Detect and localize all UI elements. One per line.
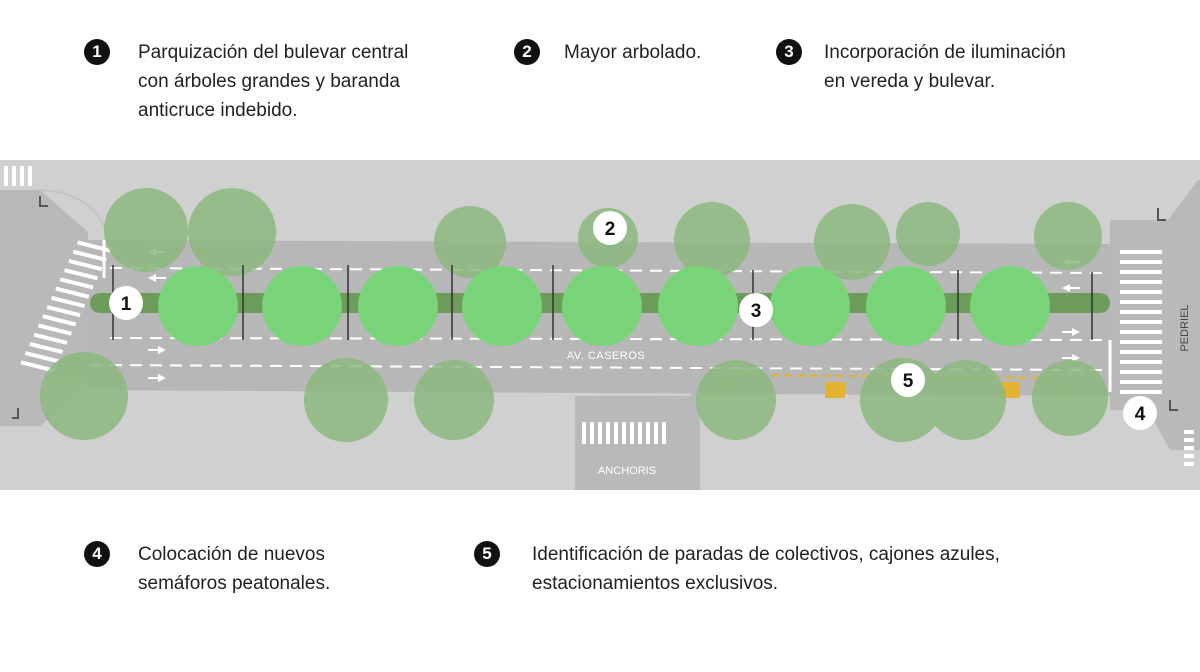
street-plan-diagram: AV. CASEROS ANCHORIS PEDRIEL 1 2 3 4 5 xyxy=(0,160,1200,490)
legend-text-5: Identificación de paradas de colectivos,… xyxy=(532,544,1000,594)
bus-stop-sign-1 xyxy=(825,382,845,398)
marker-2-label: 2 xyxy=(605,219,616,240)
street-label-anchoris: ANCHORIS xyxy=(598,465,656,477)
legend-item-1: 1 Parquización del bulevar central con á… xyxy=(84,38,408,125)
lane-lines xyxy=(89,267,1106,371)
legend-text-4: Colocación de nuevos semáforos peatonale… xyxy=(138,544,331,594)
existing-trees xyxy=(40,188,1108,442)
street-label-pedriel: PEDRIEL xyxy=(1179,304,1191,351)
legend-text-3: Incorporación de iluminación en vereda y… xyxy=(824,42,1066,92)
traffic-light-icons xyxy=(12,196,1178,419)
crosswalk-bottom-right xyxy=(1184,430,1194,466)
legend-item-5: 5 Identificación de paradas de colectivo… xyxy=(474,540,1000,598)
marker-2: 2 xyxy=(593,211,627,245)
marker-4-label: 4 xyxy=(1135,404,1146,425)
crosswalk-left xyxy=(20,240,112,373)
marker-5-label: 5 xyxy=(903,371,914,392)
crosswalk-bottom xyxy=(582,422,666,444)
legend-item-4: 4 Colocación de nuevos semáforos peatona… xyxy=(84,540,330,598)
marker-3-label: 3 xyxy=(751,301,762,322)
anchoris-street xyxy=(575,382,700,490)
marker-1-label: 1 xyxy=(121,294,132,315)
crosswalk-right xyxy=(1120,250,1162,394)
marker-3: 3 xyxy=(739,293,773,327)
legend-badge-3: 3 xyxy=(776,39,802,65)
legend-badge-2: 2 xyxy=(514,39,540,65)
legend-badge-1: 1 xyxy=(84,39,110,65)
legend-badge-5: 5 xyxy=(474,541,500,567)
marker-4: 4 xyxy=(1123,396,1157,430)
legend-item-2: 2 Mayor arbolado. xyxy=(514,38,701,67)
legend-item-3: 3 Incorporación de iluminación en vereda… xyxy=(776,38,1066,96)
marker-5: 5 xyxy=(891,363,925,397)
crosswalk-top-left xyxy=(4,166,32,186)
legend-text-1: Parquización del bulevar central con árb… xyxy=(138,42,409,121)
new-boulevard-trees xyxy=(158,266,1050,346)
legend-badge-4: 4 xyxy=(84,541,110,567)
street-label-caseros: AV. CASEROS xyxy=(567,350,645,362)
legend-text-2: Mayor arbolado. xyxy=(564,42,702,63)
marker-1: 1 xyxy=(109,286,143,320)
